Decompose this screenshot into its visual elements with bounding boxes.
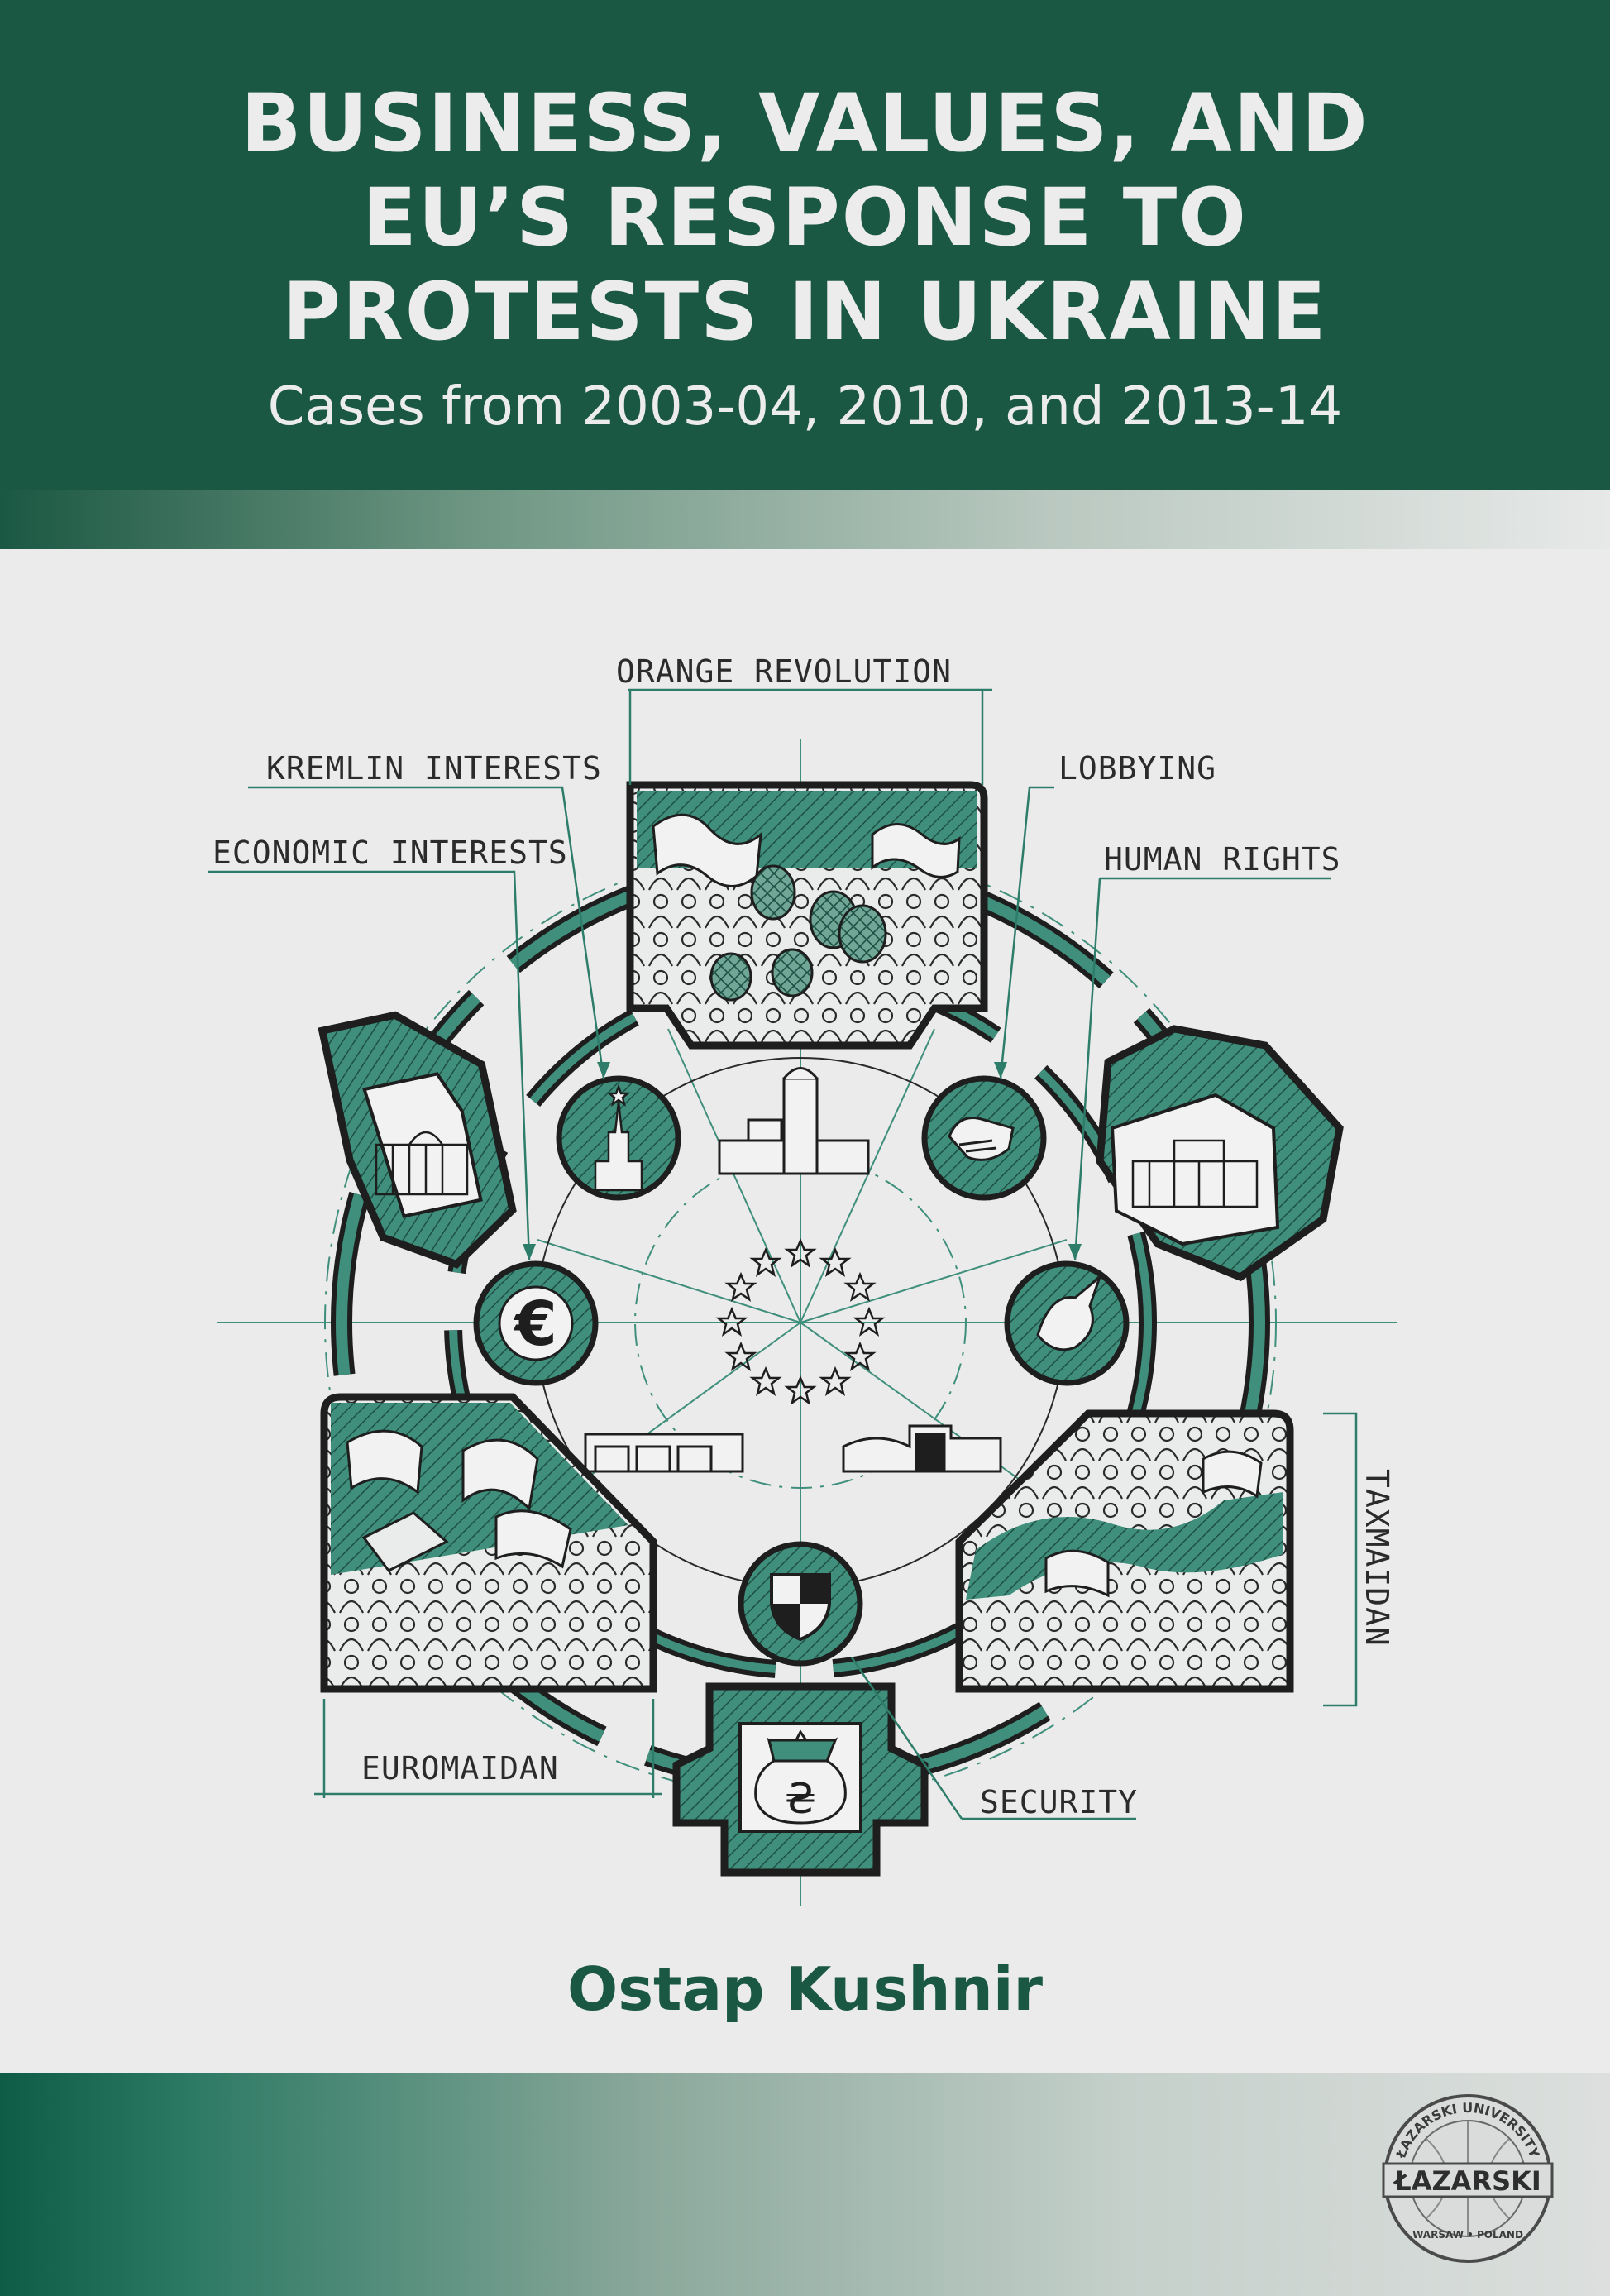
balloon-icon <box>838 904 887 964</box>
balloon-icon <box>771 948 814 997</box>
block-parliament-left <box>318 1011 517 1269</box>
gradient-band-bottom <box>0 2073 1610 2296</box>
title-line-3: PROTESTS IN UKRAINE <box>282 265 1328 358</box>
cover-illustration: € <box>208 653 1397 1906</box>
building-sketch-left <box>584 1433 744 1473</box>
label-orange-revolution: ORANGE REVOLUTION <box>616 653 952 690</box>
panel-taxmaidan <box>955 1409 1294 1693</box>
flag-icon <box>652 813 762 887</box>
flag-icon <box>1044 1549 1110 1598</box>
author-name: Ostap Kushnir <box>566 1954 1043 2024</box>
kremlin-tower-icon <box>594 1083 643 1192</box>
label-economic-interests: ECONOMIC INTERESTS <box>213 835 568 871</box>
panel-euromaidan <box>320 1393 657 1693</box>
logo-bottom-text: WARSAW • POLAND <box>1412 2229 1523 2241</box>
flag-icon <box>346 1429 423 1495</box>
leader-lines <box>208 688 1358 1820</box>
panel-orange-revolution <box>626 781 988 1050</box>
euro-icon: € <box>513 1289 557 1360</box>
block-building-right <box>1096 1025 1344 1282</box>
label-security: SECURITY <box>980 1784 1138 1820</box>
flag-icon <box>1202 1450 1263 1499</box>
government-building-icon <box>1131 1139 1259 1208</box>
title-banner: BUSINESS, VALUES, AND EU’S RESPONSE TO P… <box>0 0 1610 490</box>
eu-stars-icon <box>715 1237 886 1405</box>
book-title: BUSINESS, VALUES, AND EU’S RESPONSE TO P… <box>0 76 1610 359</box>
balloon-icon <box>709 952 752 1002</box>
gradient-band-top <box>0 490 1610 549</box>
title-line-2: EU’S RESPONSE TO <box>362 171 1248 264</box>
flag-icon <box>871 823 961 878</box>
building-sketch-right <box>842 1424 1002 1473</box>
label-human-rights: HUMAN RIGHTS <box>1104 841 1341 878</box>
handshake-icon <box>948 1117 1015 1161</box>
dove-hand-icon <box>1036 1273 1103 1351</box>
medallion-economic: € <box>473 1260 599 1386</box>
hryvnia-bag-icon: ₴ <box>754 1729 847 1825</box>
parliament-dome-sketch <box>718 1067 870 1175</box>
label-taxmaidan: TAXMAIDAN <box>1359 1469 1395 1647</box>
publisher-logo: ŁAZARSKI UNIVERSITY ŁAZARSKI WARSAW • PO… <box>1382 2094 1554 2263</box>
block-hryvnia: ₴ <box>672 1682 929 1877</box>
parliament-building-icon <box>375 1131 469 1196</box>
logo-main-text: ŁAZARSKI <box>1393 2165 1541 2197</box>
medallion-lobbying <box>921 1075 1047 1201</box>
svg-text:₴: ₴ <box>785 1775 817 1823</box>
title-line-1: BUSINESS, VALUES, AND <box>241 77 1369 170</box>
flag-icon <box>494 1509 572 1569</box>
label-euromaidan: EUROMAIDAN <box>361 1750 559 1787</box>
label-kremlin-interests: KREMLIN INTERESTS <box>266 750 602 787</box>
shield-icon <box>770 1573 831 1642</box>
flag-icon <box>461 1438 539 1512</box>
inner-buildings <box>584 1067 1002 1473</box>
arrowheads <box>523 1062 1082 1260</box>
medallion-human-rights <box>1004 1260 1130 1386</box>
label-lobbying: LOBBYING <box>1058 750 1216 787</box>
medallion-security <box>738 1541 863 1667</box>
medallion-kremlin <box>556 1075 681 1201</box>
book-subtitle: Cases from 2003-04, 2010, and 2013-14 <box>267 376 1343 438</box>
balloon-icon <box>750 864 796 921</box>
